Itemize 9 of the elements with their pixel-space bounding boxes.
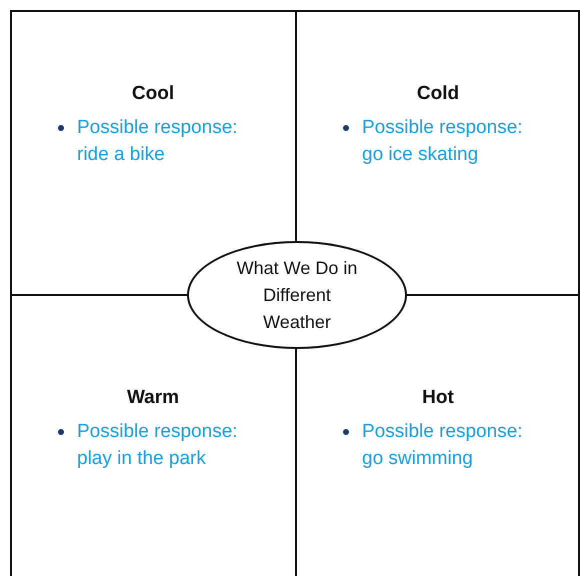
quadrant-heading: Warm — [126, 386, 180, 410]
response-text: Possible response: play in the park — [77, 421, 238, 469]
response-text: Possible response: go swimming — [362, 421, 523, 469]
quadrant-heading: Hot — [422, 386, 454, 410]
response-text: Possible response: ride a bike — [77, 117, 238, 165]
diagram-topic: What We Do in Different Weather — [236, 256, 358, 334]
quadrant-heading: Cool — [132, 82, 174, 106]
response-text: Possible response: go ice skating — [362, 117, 523, 165]
quadrant-heading: Cold — [416, 82, 460, 106]
